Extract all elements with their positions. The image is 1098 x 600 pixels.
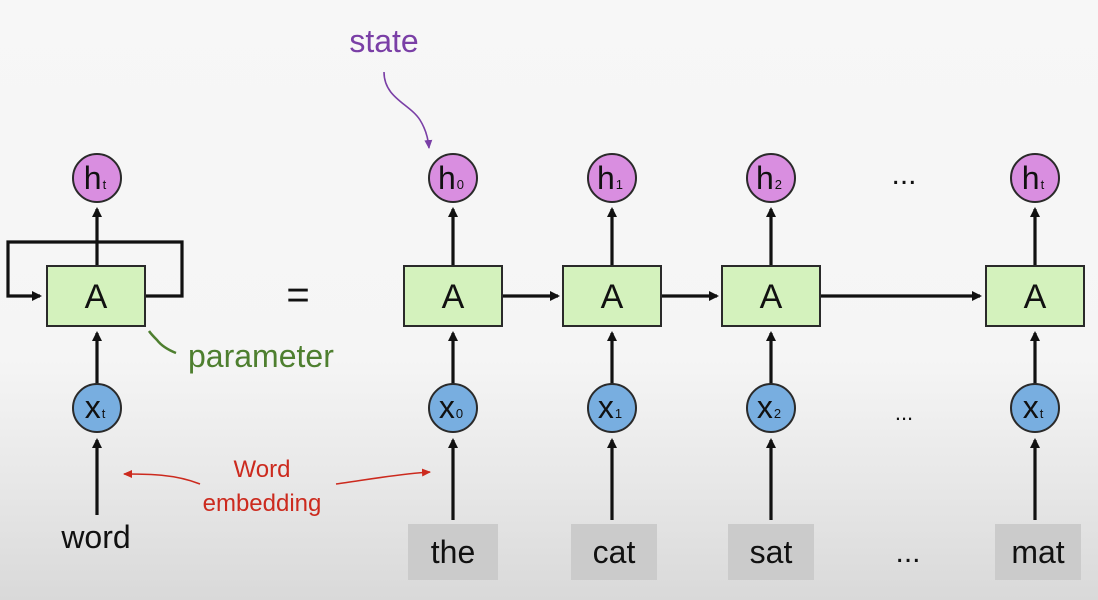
- word-token-3: mat: [995, 524, 1081, 580]
- folded-input-node: xt: [72, 383, 122, 433]
- svg-text:ht: ht: [1022, 160, 1045, 196]
- svg-text:x2: x2: [757, 389, 781, 425]
- cell-3: A: [985, 265, 1085, 327]
- input-label-2: x: [757, 389, 773, 425]
- parameter-label: parameter: [188, 338, 334, 374]
- input-node-1: x1: [587, 383, 637, 433]
- hidden-node-2: h2: [746, 153, 796, 203]
- input-label-1: x: [598, 389, 614, 425]
- svg-text:h2: h2: [756, 160, 782, 196]
- folded-hidden-label: h: [84, 160, 102, 196]
- folded-word-label: word: [60, 519, 130, 555]
- recurrent-loop-arrow: [6, 240, 184, 301]
- svg-text:xt: xt: [1023, 389, 1044, 425]
- folded-input-label: x: [85, 389, 101, 425]
- svg-text:x0: x0: [439, 389, 463, 425]
- hidden-subscript-3: t: [1041, 177, 1045, 192]
- input-subscript-3: t: [1040, 406, 1044, 421]
- word-label-0: the: [431, 534, 475, 570]
- input-subscript-1: 1: [615, 406, 622, 421]
- input-label-3: x: [1023, 389, 1039, 425]
- svg-text:x1: x1: [598, 389, 622, 425]
- folded-cell: A: [46, 265, 146, 327]
- input-node-3: xt: [1010, 383, 1060, 433]
- hidden-subscript-2: 2: [775, 177, 782, 192]
- hidden-label-2: h: [756, 160, 774, 196]
- word-embedding-annotation: Word embedding: [123, 456, 431, 517]
- input-subscript-2: 2: [774, 406, 781, 421]
- word-label-3: mat: [1011, 534, 1064, 570]
- input-subscript-0: 0: [456, 406, 463, 421]
- hidden-label-1: h: [597, 160, 615, 196]
- input-node-2: x2: [746, 383, 796, 433]
- hidden-label-0: h: [438, 160, 456, 196]
- embedding-arrow-right: [335, 468, 431, 485]
- hidden-node-3: ht: [1010, 153, 1060, 203]
- equals-sign: =: [286, 273, 309, 317]
- svg-text:h1: h1: [597, 160, 623, 196]
- hidden-ellipsis: ...: [891, 158, 916, 191]
- svg-text:ht: ht: [84, 160, 107, 196]
- word-token-1: cat: [571, 524, 657, 580]
- folded-rnn: ht A xt word: [6, 153, 184, 555]
- input-label-0: x: [439, 389, 455, 425]
- word-label-2: sat: [750, 534, 793, 570]
- word-token-2: sat: [728, 524, 814, 580]
- input-ellipsis: ...: [895, 400, 913, 425]
- cell-label-2: A: [760, 278, 783, 316]
- cell-label-3: A: [1024, 278, 1047, 316]
- hidden-subscript-0: 0: [457, 177, 464, 192]
- state-annotation: state: [349, 23, 433, 149]
- svg-text:xt: xt: [85, 389, 106, 425]
- cell-label-1: A: [601, 278, 624, 316]
- folded-hidden-subscript: t: [103, 177, 107, 192]
- svg-text:h0: h0: [438, 160, 464, 196]
- hidden-subscript-1: 1: [616, 177, 623, 192]
- cell-1: A: [562, 265, 662, 327]
- input-node-0: x0: [428, 383, 478, 433]
- folded-input-subscript: t: [102, 406, 106, 421]
- folded-hidden-node: ht: [72, 153, 122, 203]
- hidden-node-0: h0: [428, 153, 478, 203]
- word-ellipsis: ...: [895, 536, 920, 569]
- hidden-label-3: h: [1022, 160, 1040, 196]
- cell-2: A: [721, 265, 821, 327]
- word-embedding-line2: embedding: [203, 490, 322, 517]
- parameter-annotation: parameter: [147, 330, 334, 374]
- word-token-0: the: [408, 524, 498, 580]
- cell-0: A: [403, 265, 503, 327]
- state-label: state: [349, 23, 418, 59]
- hidden-node-1: h1: [587, 153, 637, 203]
- folded-cell-label: A: [85, 278, 108, 316]
- embedding-arrow-left: [123, 470, 201, 485]
- cell-label-0: A: [442, 278, 465, 316]
- word-label-1: cat: [593, 534, 636, 570]
- word-embedding-line1: Word: [234, 456, 291, 483]
